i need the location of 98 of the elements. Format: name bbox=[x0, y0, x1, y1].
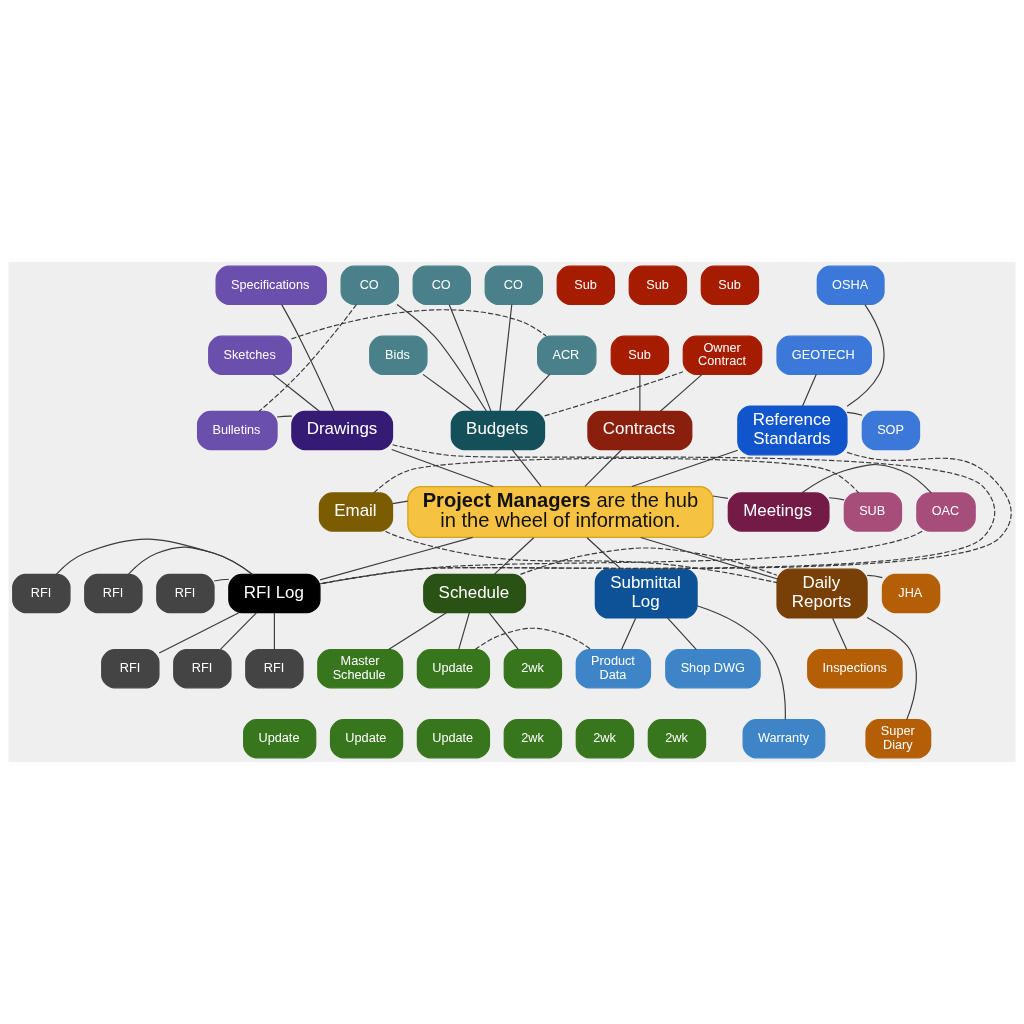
node-box: Budgets bbox=[450, 410, 546, 451]
connector bbox=[290, 309, 547, 340]
node-box: Super Diary bbox=[865, 719, 932, 759]
node-box: Sub bbox=[700, 265, 760, 305]
node-box: Shop DWG bbox=[665, 649, 761, 689]
node-box: RFI bbox=[245, 649, 304, 689]
connector bbox=[373, 457, 860, 494]
connector bbox=[276, 415, 293, 418]
node-box: RFI bbox=[156, 573, 215, 614]
node-box: CO bbox=[412, 265, 471, 305]
node-box: Bids bbox=[369, 335, 428, 375]
connector bbox=[828, 497, 845, 501]
node-box: Submittal Log bbox=[594, 568, 698, 619]
node-box: Inspections bbox=[807, 649, 903, 689]
connector bbox=[474, 627, 592, 651]
node-box: CO bbox=[484, 265, 544, 305]
connector bbox=[846, 411, 863, 416]
connector bbox=[258, 304, 357, 412]
connector bbox=[387, 612, 447, 651]
node-box: 2wk bbox=[575, 719, 635, 759]
node-box: RFI bbox=[173, 649, 232, 689]
node-box: 2wk bbox=[503, 649, 563, 689]
node-box: Update bbox=[416, 649, 491, 689]
connector bbox=[272, 373, 320, 412]
node-box: 2wk bbox=[503, 719, 563, 759]
node-box: RFI bbox=[84, 573, 143, 614]
node-box: JHA bbox=[881, 573, 941, 614]
connector bbox=[422, 373, 474, 412]
node-box: Specifications bbox=[215, 265, 327, 305]
connector bbox=[631, 449, 739, 488]
node-box: ACR bbox=[537, 335, 597, 375]
node-box: GEOTECH bbox=[776, 335, 872, 375]
connector bbox=[219, 612, 258, 650]
node-box: Product Data bbox=[575, 649, 652, 689]
connector bbox=[846, 304, 885, 407]
connector bbox=[866, 616, 917, 721]
connector bbox=[458, 612, 470, 650]
node-box: Project Managers are the hub in the wheel of information. bbox=[407, 485, 714, 539]
node-box: Update bbox=[243, 719, 317, 759]
connector bbox=[493, 537, 535, 575]
connector bbox=[801, 463, 932, 494]
connector bbox=[384, 530, 778, 584]
connector bbox=[488, 612, 519, 650]
node-box: SOP bbox=[861, 410, 921, 451]
node-box: Warranty bbox=[742, 719, 826, 759]
connector bbox=[667, 617, 697, 651]
node-box: Daily Reports bbox=[776, 568, 868, 619]
connector bbox=[319, 536, 474, 581]
connector bbox=[158, 612, 240, 654]
connector bbox=[511, 448, 542, 487]
node-box: Sketches bbox=[208, 335, 292, 375]
connector bbox=[391, 448, 494, 488]
node-box: Bulletins bbox=[196, 410, 278, 451]
node-box: Master Schedule bbox=[317, 649, 404, 689]
connector bbox=[514, 373, 551, 412]
connector bbox=[319, 530, 923, 585]
connector bbox=[659, 373, 703, 412]
connector bbox=[499, 303, 513, 412]
connector bbox=[396, 303, 487, 412]
node-box: Meetings bbox=[727, 492, 830, 532]
connector bbox=[519, 547, 778, 576]
connector bbox=[584, 448, 623, 487]
connector bbox=[586, 537, 622, 570]
node-box: Email bbox=[318, 492, 394, 532]
node-box: 2wk bbox=[647, 719, 707, 759]
connector bbox=[696, 605, 786, 721]
node-box: OAC bbox=[916, 492, 976, 532]
node-box: Sub bbox=[556, 265, 616, 305]
connector bbox=[128, 546, 254, 575]
node-box: Update bbox=[416, 719, 491, 759]
connector bbox=[448, 304, 492, 412]
node-box: Contracts bbox=[587, 410, 693, 451]
node-box: Sub bbox=[628, 265, 688, 305]
node-box: Schedule bbox=[423, 573, 527, 614]
node-box: Reference Standards bbox=[737, 405, 848, 456]
node-box: SUB bbox=[843, 492, 903, 532]
connector bbox=[639, 373, 641, 412]
node-box: Update bbox=[329, 719, 404, 759]
connector bbox=[866, 574, 883, 579]
node-box: RFI bbox=[12, 573, 71, 614]
connector bbox=[55, 538, 254, 575]
connector bbox=[712, 495, 729, 499]
node-box: RFI bbox=[101, 649, 160, 689]
node-box: RFI Log bbox=[228, 573, 321, 614]
connector bbox=[392, 500, 409, 505]
node-box: Owner Contract bbox=[682, 335, 763, 375]
connector bbox=[544, 371, 684, 417]
connector bbox=[620, 617, 637, 651]
connector bbox=[640, 536, 778, 580]
connector bbox=[802, 373, 817, 407]
connector bbox=[832, 617, 848, 651]
connector bbox=[281, 304, 335, 412]
node-box: OSHA bbox=[816, 265, 885, 305]
node-box: CO bbox=[340, 265, 399, 305]
connector bbox=[273, 612, 275, 650]
node-box: Drawings bbox=[291, 410, 394, 451]
connector bbox=[213, 578, 230, 582]
node-box: Sub bbox=[610, 335, 670, 375]
